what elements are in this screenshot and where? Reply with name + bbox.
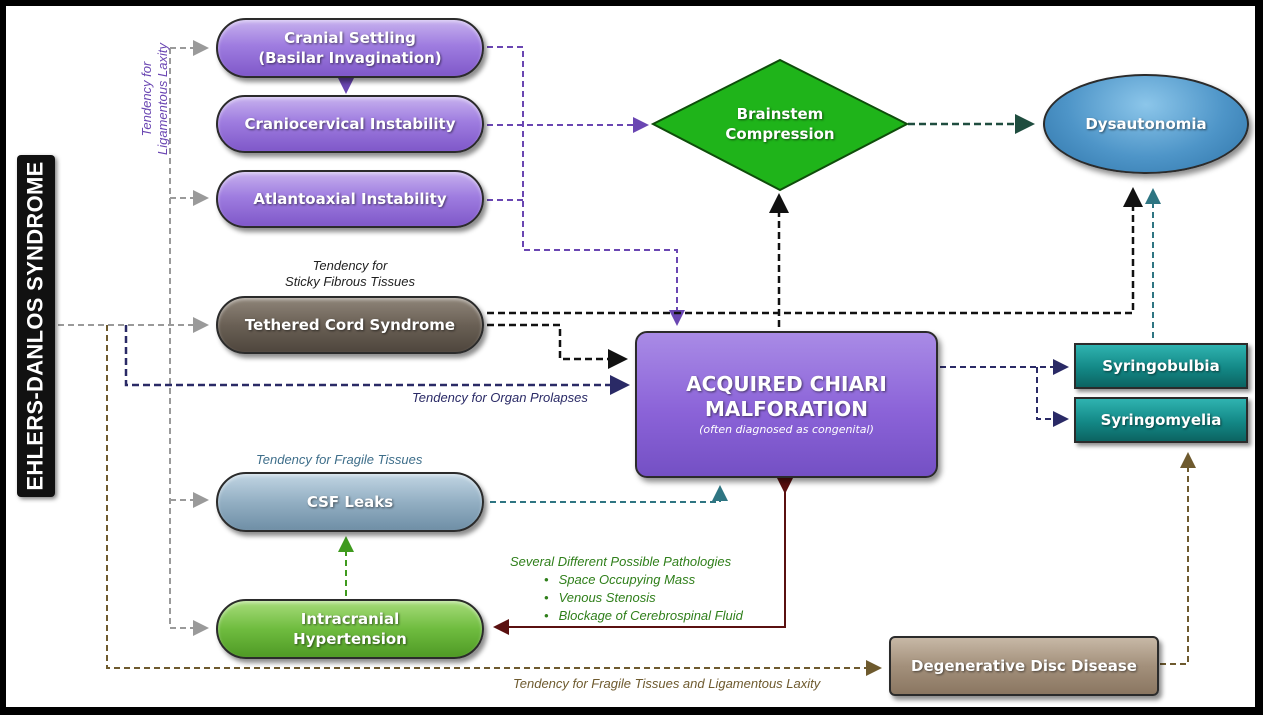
- node-intracranial-hypertension: Intracranial Hypertension: [216, 599, 484, 659]
- brainstem-compression-diamond: [650, 58, 910, 192]
- chiari-title: ACQUIRED CHIARI MALFORATION: [686, 371, 887, 421]
- note-fragile-ligament: Tendency for Fragile Tissues and Ligamen…: [513, 676, 821, 691]
- chiari-subtitle: (often diagnosed as congenital): [699, 422, 874, 436]
- note-ligamentous-laxity: Tendency for Ligamentous Laxity: [98, 26, 208, 172]
- dysautonomia-label: Dysautonomia: [1085, 115, 1207, 133]
- brown-connectors: [106, 325, 1196, 676]
- organ-prolapse-connector: [124, 325, 630, 395]
- eds-label: EHLERS-DANLOS SYNDROME: [23, 161, 49, 491]
- sticky-tissues-line2: Sticky Fibrous Tissues: [285, 274, 415, 289]
- pathologies-list: Several Different Possible Pathologies S…: [510, 553, 780, 625]
- csf-leaks-label: CSF Leaks: [306, 493, 394, 511]
- node-atlantoaxial-instability: Atlantoaxial Instability: [216, 170, 484, 228]
- syringobulbia-label: Syringobulbia: [1102, 357, 1220, 375]
- note-organ-prolapses: Tendency for Organ Prolapses: [412, 390, 588, 405]
- pathology-item: Venous Stenosis: [559, 589, 780, 607]
- tethered-cord-label: Tethered Cord Syndrome: [244, 316, 456, 334]
- sticky-tissues-line1: Tendency for: [312, 258, 388, 273]
- atlantoaxial-instability-label: Atlantoaxial Instability: [253, 190, 447, 208]
- syringomyelia-label: Syringomyelia: [1100, 411, 1222, 429]
- eds-ligament-connectors: [58, 40, 209, 636]
- pathology-item: Space Occupying Mass: [559, 571, 780, 589]
- eds-label-bar: EHLERS-DANLOS SYNDROME: [17, 155, 55, 497]
- node-tethered-cord: Tethered Cord Syndrome: [216, 296, 484, 354]
- node-cranial-settling: Cranial Settling (Basilar Invagination): [216, 18, 484, 78]
- note-sticky-tissues: Tendency for Sticky Fibrous Tissues: [240, 258, 460, 290]
- note-fragile-tissues: Tendency for Fragile Tissues: [256, 452, 423, 467]
- black-connectors: [487, 187, 1143, 369]
- brainstem-compression-text: Brainstem Compression: [690, 96, 870, 152]
- node-craniocervical-instability: Craniocervical Instability: [216, 95, 484, 153]
- chiari-iih-connector: [493, 478, 793, 635]
- pathologies-title: Several Different Possible Pathologies: [510, 554, 732, 569]
- node-syringobulbia: Syringobulbia: [1074, 343, 1248, 389]
- node-acquired-chiari: ACQUIRED CHIARI MALFORATION (often diagn…: [635, 331, 938, 478]
- node-dysautonomia: Dysautonomia: [1043, 74, 1249, 174]
- brainstem-compression-label: Brainstem Compression: [725, 105, 835, 143]
- purple-connectors: [338, 46, 1069, 427]
- ligamentous-laxity-text: Tendency for Ligamentous Laxity: [139, 43, 170, 156]
- degenerative-disc-label: Degenerative Disc Disease: [911, 657, 1137, 675]
- craniocervical-instability-label: Craniocervical Instability: [244, 115, 456, 133]
- cranial-settling-label: Cranial Settling (Basilar Invagination): [258, 29, 442, 67]
- node-degenerative-disc: Degenerative Disc Disease: [889, 636, 1159, 696]
- intracranial-hypertension-label: Intracranial Hypertension: [293, 610, 407, 648]
- node-syringomyelia: Syringomyelia: [1074, 397, 1248, 443]
- pathology-item: Blockage of Cerebrospinal Fluid: [559, 607, 780, 625]
- node-csf-leaks: CSF Leaks: [216, 472, 484, 532]
